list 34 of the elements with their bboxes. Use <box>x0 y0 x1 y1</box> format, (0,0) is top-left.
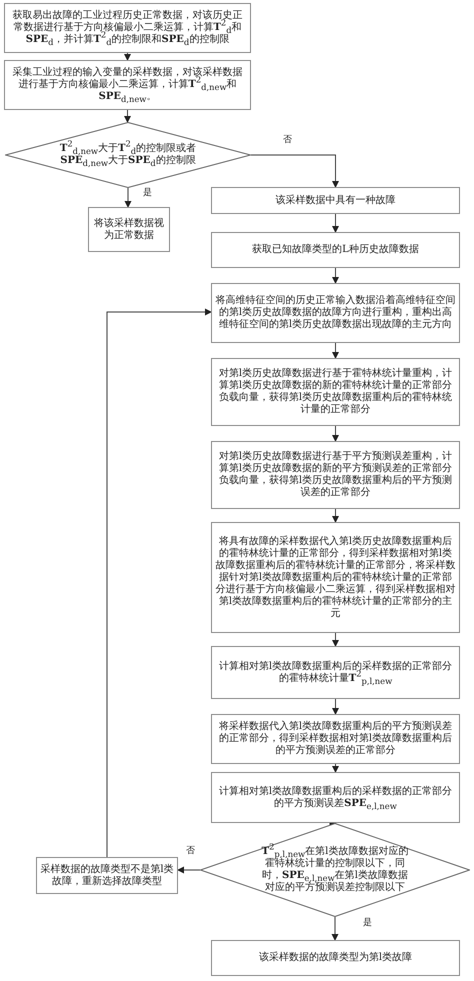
process-box: 将高维特征空间的历史正常输入数据沿着高维特征空间的第l类历史故障数据的故障方向进行重构，重构出高维特征空间的第l类历史故障数据出现故障的主元方向 <box>211 283 460 343</box>
arrow <box>124 110 131 123</box>
process-box: 采集工业过程的输入变量的采样数据，对该采样数据进行基于方向核偏最小二乘运算，计算T$^{2}$$_{d,new}$和SPE$_{d,new}$。 <box>4 60 251 110</box>
process-box: 将该采样数据视为正常数据 <box>88 207 170 252</box>
arrow <box>250 154 339 188</box>
arrow <box>124 188 132 208</box>
arrow <box>124 52 131 61</box>
edge-label: 否 <box>185 846 196 857</box>
arrow <box>106 308 212 858</box>
arrow <box>330 822 336 824</box>
arrow <box>332 426 339 442</box>
process-box: 该采样数据中具有一种故障 <box>211 187 460 214</box>
arrow <box>332 632 339 647</box>
arrow <box>332 698 339 715</box>
arrow <box>332 342 339 359</box>
process-box: 对第l类历史故障数据进行基于霍特林统计量重构，计算第l类历史故障数据的新的霍特林统计量的正常部分负载向量，获得第l类历史故障数据重构后的霍特林统计量的正常部分 <box>211 358 460 426</box>
edge-label: 是 <box>142 188 153 199</box>
process-box: 将采样数据代入第l类故障数据重构后的平方预测误差的正常部分，得到采样数据相对第l类故障数据重构后的平方预测误差的正常部分 <box>211 714 460 764</box>
arrow <box>332 916 338 941</box>
process-box: 采样数据的故障类型不是第l类故障，重新选择故障类型 <box>36 857 178 894</box>
process-box: 获取易出故障的工业过程历史正常数据，对该历史正常数据进行基于方向核偏最小二乘运算，计算T$^{2}$$_{d}$和SPE$_{d}$，并计算T$^{2}$$_{d}$的控制限和SPE$_{d}$的控制限 <box>4 3 251 53</box>
decision-diamond: T$^{2}$$_{d,new}$大于T$^{2}$$_{d}$的控制限或者SPE$_{d,new}$大于SPE$_{d}$的控制限 <box>5 122 251 188</box>
arrow <box>332 214 339 233</box>
arrow <box>177 866 200 874</box>
process-box: 计算相对第l类故障数据重构后的采样数据的正常部分的平方预测误差SPE$_{e,l,new}$ <box>211 772 460 823</box>
process-box: 将具有故障的采样数据代入第l类历史故障数据重构后的霍特林统计量的正常部分，得到采样数据相对第l类故障数据重构后的霍特林统计量的正常部分，将采样数据针对第l类故障数据重构后的霍特林统计量的正常部分进行基于方向核偏最小二乘运算，得到采样数据相对第l类故障数据重构后的霍特林统计量的正常部分的主元 <box>211 522 460 633</box>
process-box: 该采样数据的故障类型为第l类故障 <box>211 940 460 976</box>
process-box: 对第l类历史故障数据进行基于平方预测误差重构，计算第l类历史故障数据的新的平方预测误差的正常部分负载向量，获得第l类历史故障数据重构后的平方预测误差的正常部分 <box>211 441 460 509</box>
edge-label: 是 <box>362 918 373 929</box>
arrow <box>332 268 339 284</box>
edge-label: 否 <box>282 135 293 146</box>
arrow <box>332 508 339 523</box>
arrow <box>332 764 339 773</box>
process-box: 获取已知故障类型的L种历史故障数据 <box>211 232 460 268</box>
